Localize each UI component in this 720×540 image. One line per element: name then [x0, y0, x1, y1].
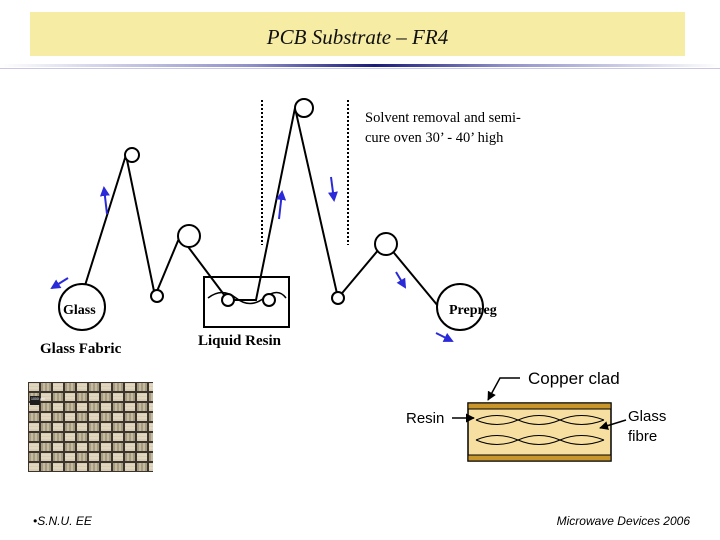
resin-tank [203, 276, 290, 328]
copper-clad-label: Copper clad [528, 369, 620, 388]
roller [294, 98, 314, 118]
roller [374, 232, 398, 256]
glass-fabric-label: Glass Fabric [40, 341, 122, 357]
direction-arrow [328, 176, 338, 202]
scale-bar-caption: 1000 μm [31, 397, 45, 401]
footer-course: Microwave Devices 2006 [556, 514, 690, 528]
glass-roll-label: Glass [63, 303, 96, 318]
title-bar: PCB Substrate – FR4 [30, 12, 685, 56]
direction-arrow [50, 277, 69, 290]
oven-label-line1: Solvent removal and semi- [365, 110, 521, 126]
direction-arrow [435, 332, 454, 342]
title-divider-rule [0, 64, 720, 69]
roller [124, 147, 140, 163]
roller [221, 293, 235, 307]
resin-label: Resin [406, 410, 444, 427]
oven-label-line2: cure oven 30’ - 40’ high [365, 130, 504, 146]
roller [262, 293, 276, 307]
copper-foil-top [467, 402, 612, 410]
glass-fibre-strand [475, 435, 605, 445]
prepreg-roll [436, 283, 484, 331]
scale-bar-box [30, 396, 40, 405]
footer-org-text: S.N.U. EE [37, 514, 92, 528]
roller [177, 224, 201, 248]
direction-arrow [276, 190, 287, 220]
glass-fibre-label-line2: fibre [628, 428, 657, 445]
prepreg-roll-label: Prepreg [449, 303, 497, 318]
glass-roll [58, 283, 106, 331]
footer-org: •S.N.U. EE [33, 514, 92, 528]
slide-title: PCB Substrate – FR4 [266, 25, 449, 49]
glass-fabric-photo: 1000 μm [28, 382, 153, 472]
copper-foil-bottom [467, 454, 612, 462]
glass-fibre-label-line1: Glass [628, 408, 666, 425]
laminate-body [467, 402, 612, 462]
glass-fibre-leader [599, 419, 627, 430]
direction-arrow [395, 271, 407, 289]
glass-fibre-strand [475, 435, 605, 445]
glass-fibre-strand [475, 415, 605, 425]
roller [150, 289, 164, 303]
fabric-web-path [81, 107, 439, 307]
glass-fibre-strand [475, 415, 605, 425]
direction-arrow [99, 186, 110, 215]
copper-clad-leader [487, 377, 520, 401]
liquid-resin-label: Liquid Resin [198, 333, 282, 349]
roller [331, 291, 345, 305]
